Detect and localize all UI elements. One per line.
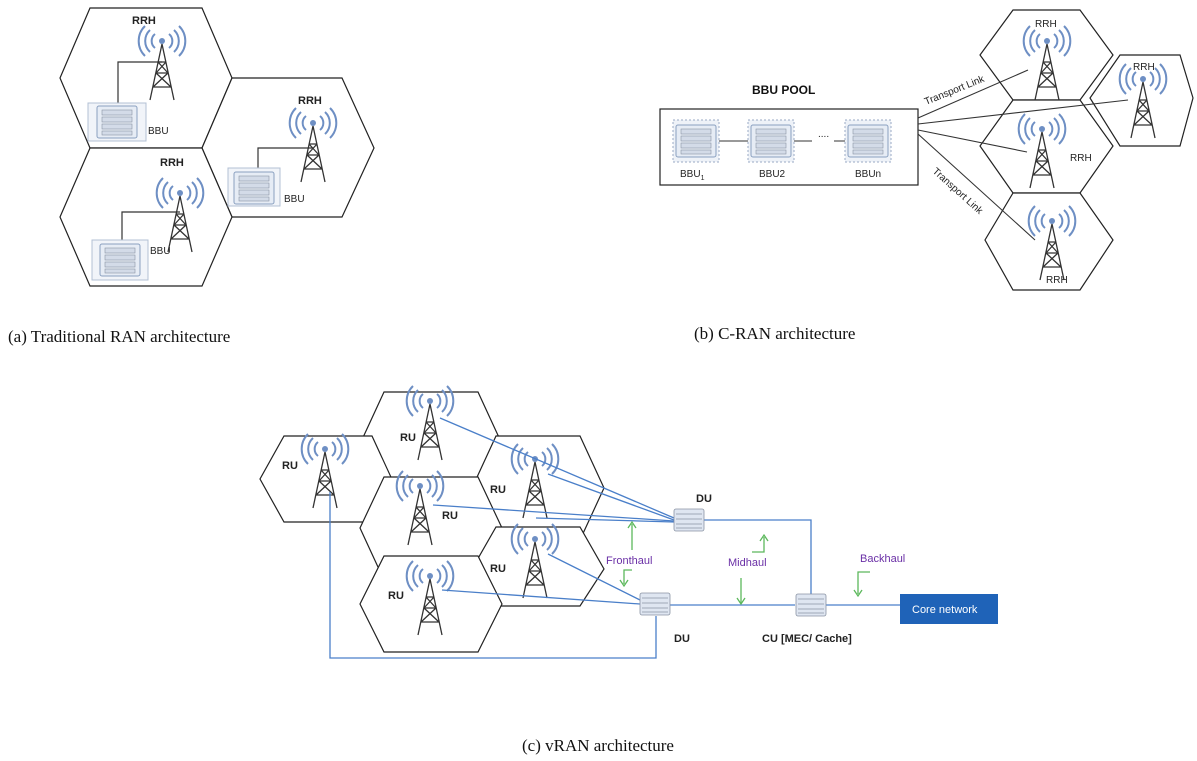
ellipsis: .... xyxy=(818,129,829,140)
arrow-down-icon xyxy=(619,579,629,588)
cu-label: CU [MEC/ Cache] xyxy=(762,633,852,645)
link-line xyxy=(257,147,313,172)
rrh-label: RRH xyxy=(132,15,156,27)
fronthaul-line xyxy=(439,417,675,519)
rrh-label: RRH xyxy=(298,95,322,107)
transport-link-label: Transport Link xyxy=(930,166,985,217)
rrh-label: RRH xyxy=(160,157,184,169)
server-icon xyxy=(96,105,138,139)
transport-link xyxy=(917,99,1129,125)
bbu-label: BBU xyxy=(284,194,305,205)
ru-label: RU xyxy=(282,460,298,472)
arrow-down-icon xyxy=(623,569,632,584)
du-server-icon xyxy=(639,592,671,616)
arrow-up-icon xyxy=(752,537,765,553)
ru-label: RU xyxy=(400,432,416,444)
fronthaul-line xyxy=(441,589,641,605)
backhaul-label: Backhaul xyxy=(860,553,905,565)
fronthaul-label: Fronthaul xyxy=(606,555,652,567)
arrow-down-icon xyxy=(853,589,863,598)
panel-a-traditional-ran: RRH BBU RRH BBU RRH BBU (a) Traditional … xyxy=(8,7,375,346)
bbu1-label: BBU1 xyxy=(680,169,705,182)
panel-c-vran: RU RU RU RU RU RU DU DU CU [MEC/ Cache] xyxy=(259,385,998,755)
rrh-label: RRH xyxy=(1046,275,1068,286)
du-label: DU xyxy=(674,633,690,645)
du-server-icon xyxy=(673,508,705,532)
core-network-label: Core network xyxy=(912,604,978,616)
arrow-up-icon xyxy=(759,533,769,542)
fronthaul-line xyxy=(547,553,641,601)
midhaul-label: Midhaul xyxy=(728,557,767,569)
ru-label: RU xyxy=(490,484,506,496)
arrow-up-icon xyxy=(627,520,637,529)
caption-a: (a) Traditional RAN architecture xyxy=(8,327,230,346)
cu-server-icon xyxy=(795,593,827,617)
caption-c: (c) vRAN architecture xyxy=(522,736,674,755)
ru-label: RU xyxy=(442,510,458,522)
bbu-pool-title: BBU POOL xyxy=(752,83,815,97)
arrow-down-icon xyxy=(857,571,870,594)
bbu-label: BBU xyxy=(150,246,171,257)
ru-label: RU xyxy=(388,590,404,602)
link-line xyxy=(117,61,162,108)
transport-link-label: Transport Link xyxy=(923,73,987,107)
fronthaul-line xyxy=(432,504,675,522)
rrh-label: RRH xyxy=(1035,19,1057,30)
server-icon xyxy=(675,124,717,158)
link-line xyxy=(121,211,180,244)
fronthaul-line xyxy=(547,473,675,521)
rrh-label: RRH xyxy=(1133,62,1155,73)
fronthaul-line xyxy=(535,517,675,523)
ru-label: RU xyxy=(490,563,506,575)
transport-link xyxy=(917,133,1036,241)
server-icon xyxy=(233,171,275,205)
rrh-label: RRH xyxy=(1070,153,1092,164)
caption-b: (b) C-RAN architecture xyxy=(694,324,855,343)
server-icon xyxy=(750,124,792,158)
bbu2-label: BBU2 xyxy=(759,169,786,180)
hex-cell xyxy=(359,555,503,653)
transport-link xyxy=(917,69,1029,119)
fronthaul-line xyxy=(329,492,657,659)
panel-b-cran: BBU POOL .... BBU1 BBU2 BBUn RRH RRH RRH… xyxy=(659,9,1194,343)
arrow-down-icon xyxy=(736,597,746,606)
server-icon xyxy=(99,243,141,277)
bbu-label: BBU xyxy=(148,126,169,137)
server-icon xyxy=(847,124,889,158)
bbun-label: BBUn xyxy=(855,169,881,180)
midhaul-line xyxy=(704,519,812,594)
core-network-box xyxy=(900,594,998,624)
transport-link xyxy=(917,129,1028,153)
du-label: DU xyxy=(696,493,712,505)
